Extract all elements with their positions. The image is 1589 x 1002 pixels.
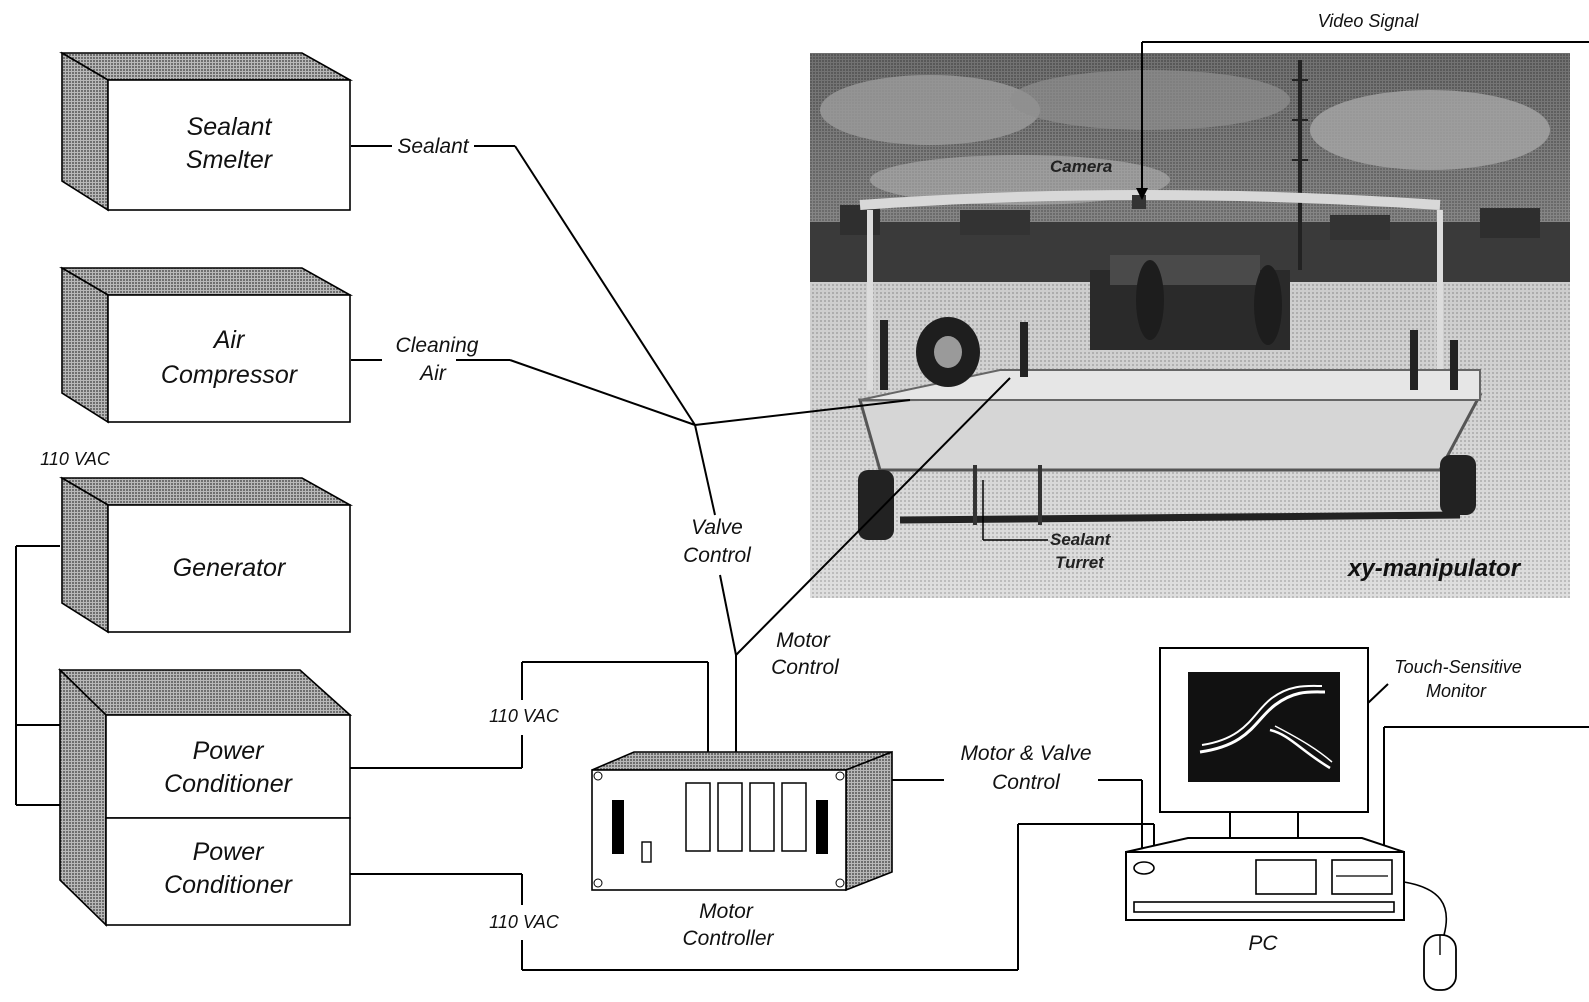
sealant-turret-label-1: Sealant bbox=[1050, 530, 1112, 549]
vac-top-label: 110 VAC bbox=[40, 449, 111, 469]
monitor-label-1: Touch-Sensitive bbox=[1394, 657, 1521, 677]
air-compressor-label-1: Air bbox=[212, 326, 246, 354]
sealant-line-label: Sealant bbox=[397, 135, 469, 158]
air-compressor-label-2: Compressor bbox=[161, 361, 299, 389]
motor-control-label-2: Control bbox=[771, 656, 840, 679]
touch-sensitive-monitor: Touch-Sensitive Monitor bbox=[1160, 648, 1522, 838]
power-conditioner-stack: Power Conditioner Power Conditioner bbox=[60, 670, 350, 925]
motor-controller-label-1: Motor bbox=[699, 900, 754, 923]
xy-manipulator-photo: Camera Sealant Turret xy-manipulator bbox=[810, 53, 1570, 598]
air-compressor-box: Air Compressor bbox=[62, 268, 350, 422]
valve-control-label-2: Control bbox=[683, 544, 752, 567]
mouse bbox=[1404, 882, 1456, 990]
motor-control-label-1: Motor bbox=[776, 629, 831, 652]
vac-bottom-label: 110 VAC bbox=[489, 912, 560, 932]
generator-label: Generator bbox=[173, 554, 287, 582]
motor-controller-label-2: Controller bbox=[682, 927, 774, 950]
sealant-smelter-box: Sealant Smelter bbox=[62, 53, 350, 210]
motor-valve-control-label-2: Control bbox=[992, 771, 1061, 794]
monitor-label-2: Monitor bbox=[1426, 681, 1487, 701]
motor-valve-control-label-1: Motor & Valve bbox=[960, 742, 1091, 765]
power-conditioner-2-label-1: Power bbox=[193, 838, 266, 866]
vac-mid-label: 110 VAC bbox=[489, 706, 560, 726]
cleaning-air-label-1: Cleaning bbox=[396, 334, 479, 357]
video-signal-label: Video Signal bbox=[1318, 11, 1420, 31]
xy-manipulator-label: xy-manipulator bbox=[1346, 555, 1522, 582]
power-conditioner-2-label-2: Conditioner bbox=[164, 871, 294, 899]
sealant-smelter-label-1: Sealant bbox=[187, 113, 273, 141]
sealant-turret-label-2: Turret bbox=[1055, 553, 1105, 572]
power-conditioner-1-label-2: Conditioner bbox=[164, 770, 294, 798]
power-conditioner-1-label-1: Power bbox=[193, 737, 266, 765]
motor-controller: Motor Controller bbox=[592, 752, 892, 950]
sealant-smelter-label-2: Smelter bbox=[186, 146, 274, 174]
pc-label: PC bbox=[1248, 932, 1278, 955]
pc-unit: PC bbox=[1126, 838, 1404, 955]
cleaning-air-label-2: Air bbox=[418, 362, 447, 385]
generator-box: Generator bbox=[62, 478, 350, 632]
valve-control-label-1: Valve bbox=[691, 516, 743, 539]
camera-label: Camera bbox=[1050, 157, 1112, 176]
